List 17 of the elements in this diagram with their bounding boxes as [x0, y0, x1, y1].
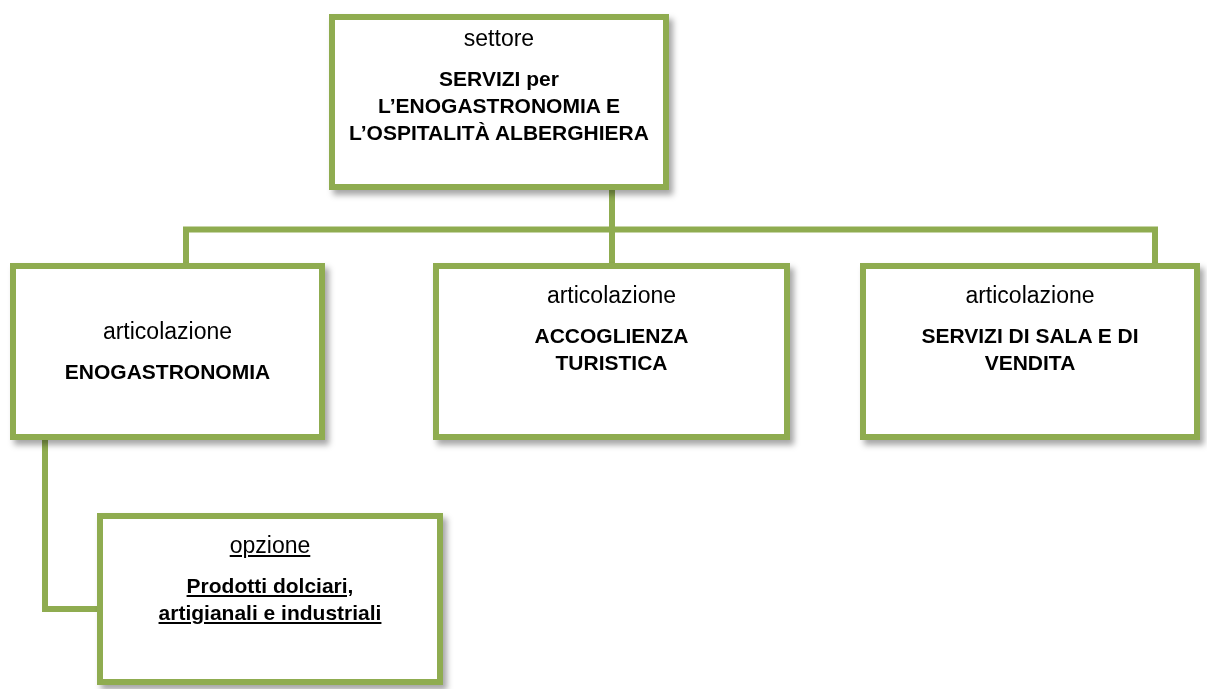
box-title: Prodotti dolciari, artigianali e industriali: [157, 572, 383, 627]
box-title: SERVIZI per L’ENOGASTRONOMIA E L’OSPITALITÀ ALBERGHIERA: [348, 65, 650, 147]
org-box: [329, 14, 669, 190]
connector-line: [42, 440, 97, 612]
box-heading: articolazione: [965, 281, 1095, 310]
org-box: [97, 513, 443, 685]
box-heading: opzione: [229, 531, 311, 560]
box-heading: articolazione: [546, 281, 677, 310]
org-box: [433, 263, 790, 440]
connector-line: [609, 190, 1158, 263]
org-box: [10, 263, 325, 440]
org-box: [860, 263, 1200, 440]
box-title: ENOGASTRONOMIA: [64, 358, 271, 385]
box-title: ACCOGLIENZA TURISTICA: [533, 322, 690, 377]
box-title: SERVIZI DI SALA E DI VENDITA: [920, 322, 1140, 377]
box-heading: articolazione: [102, 317, 233, 346]
box-heading: settore: [463, 24, 535, 53]
